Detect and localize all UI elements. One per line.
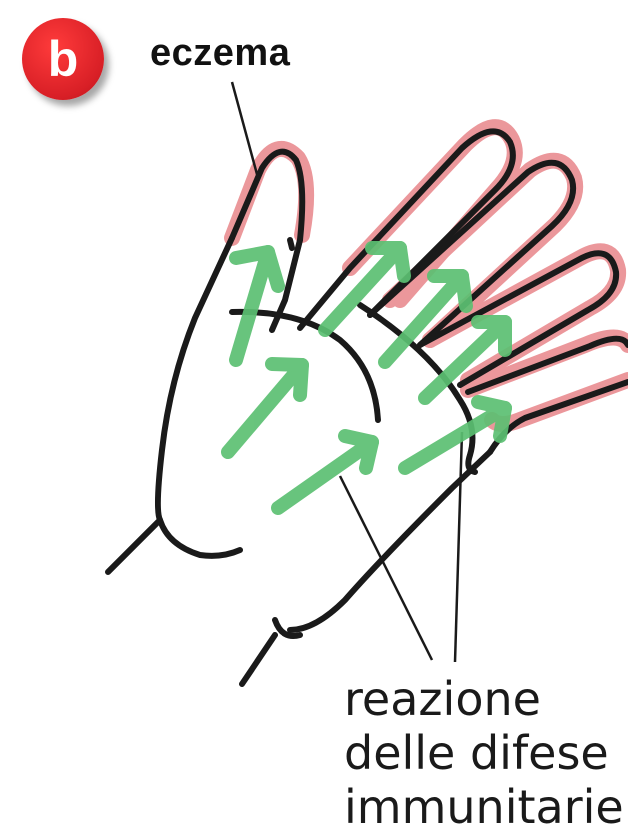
caption-line-2: delle difese	[344, 726, 624, 780]
panel-badge: b	[22, 18, 104, 100]
immune-reaction-caption: reazione delle difese immunitarie	[344, 672, 624, 834]
caption-line-1: reazione	[344, 672, 624, 726]
hand-outline-icon	[108, 131, 628, 684]
eczema-label: eczema	[150, 32, 290, 75]
badge-letter: b	[48, 34, 79, 84]
caption-line-3: immunitarie	[344, 780, 624, 834]
